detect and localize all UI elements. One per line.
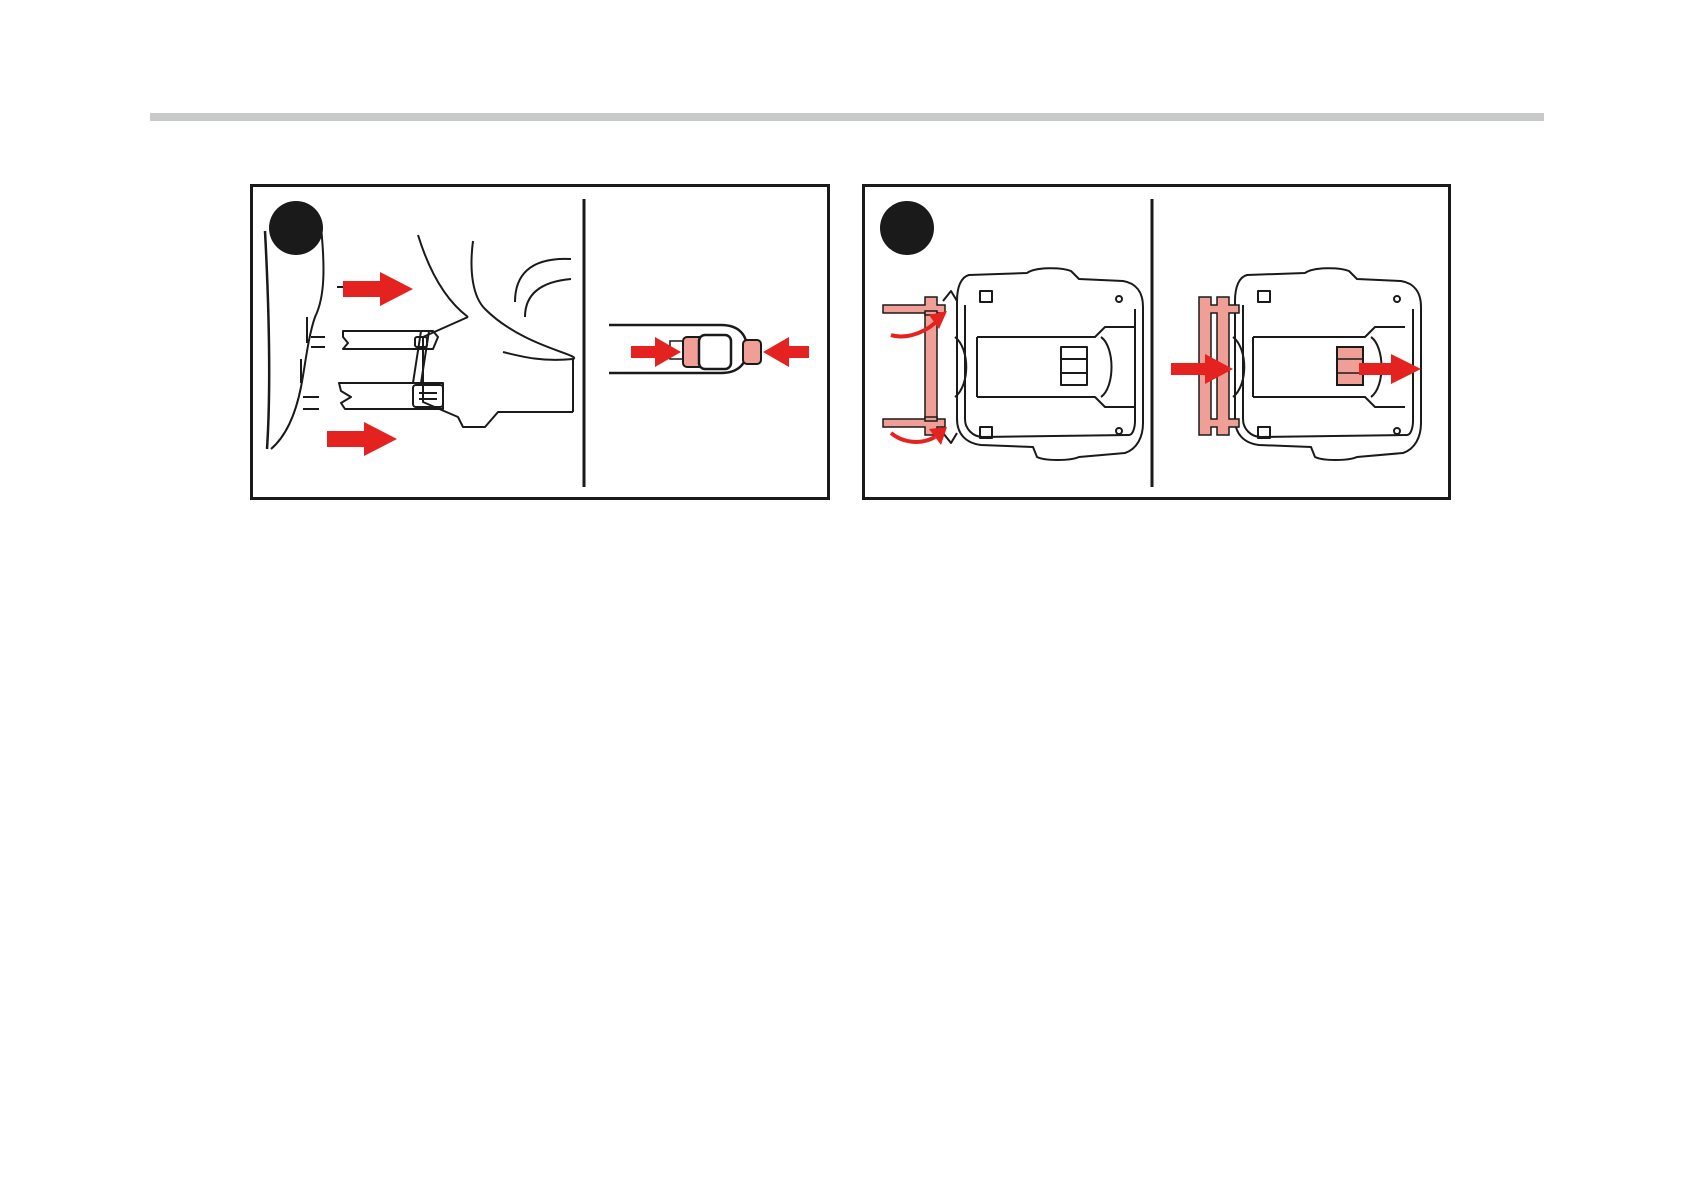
figure-2-illustration [865,187,1454,503]
page-header-rule [150,113,1544,121]
figure-panel-1 [250,184,830,500]
isofix-connectors-illustration [265,227,574,449]
figure-1-illustration [253,187,833,503]
arrow-right-icon [343,272,413,306]
base-underside-illustration-a [943,268,1143,460]
step-number-badge [269,201,323,255]
release-button-right [743,340,761,364]
arrow-right-icon [1359,354,1421,384]
figure-panel-2 [862,184,1451,500]
arrow-left-icon [763,337,809,367]
arrow-right-icon [327,422,397,456]
release-button-center [699,335,731,369]
step-number-badge [880,201,934,255]
